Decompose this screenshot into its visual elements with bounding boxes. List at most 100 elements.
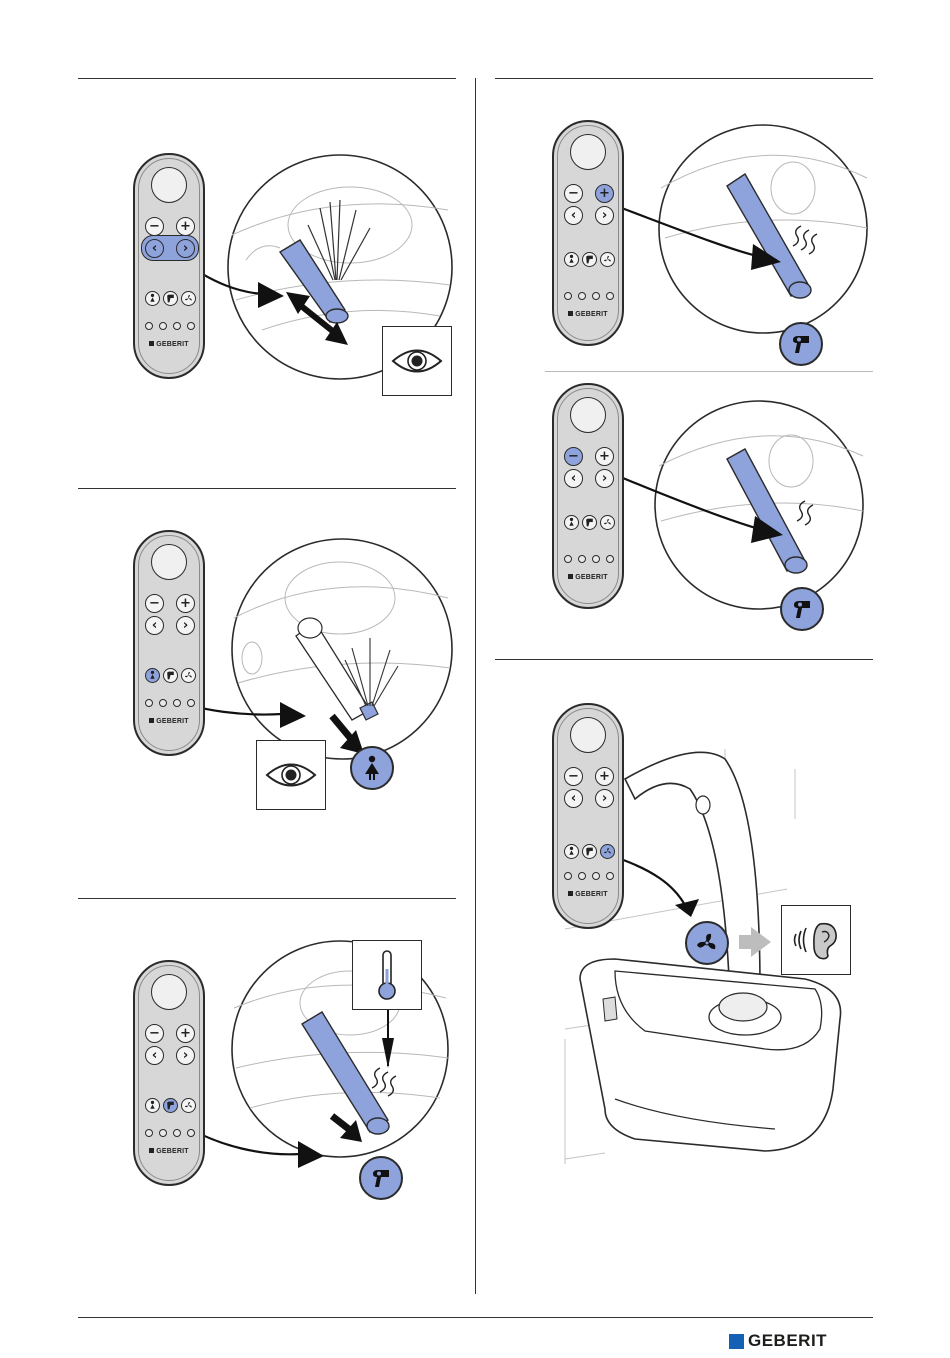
memory-dot[interactable]	[173, 322, 181, 330]
left-button[interactable]: ‹	[145, 239, 164, 258]
dryer-button[interactable]	[163, 291, 178, 306]
memory-dot[interactable]	[187, 1129, 195, 1137]
memory-dot[interactable]	[564, 292, 572, 300]
remote-control: − + ‹ › GEBERIT	[133, 153, 205, 379]
right-button[interactable]: ›	[595, 206, 614, 225]
footer-rule	[78, 1317, 873, 1318]
memory-dot[interactable]	[606, 292, 614, 300]
left-button[interactable]: ‹	[564, 789, 583, 808]
memory-dot[interactable]	[173, 1129, 181, 1137]
memory-dot[interactable]	[145, 699, 153, 707]
dryer-icon	[584, 846, 595, 857]
dryer-icon	[165, 670, 176, 681]
lady-shower-button[interactable]	[145, 1098, 160, 1113]
memory-dot[interactable]	[606, 872, 614, 880]
fan-button[interactable]	[600, 515, 615, 530]
plus-button[interactable]: +	[595, 184, 614, 203]
minus-button[interactable]: −	[564, 184, 583, 203]
chevron-left-icon: ‹	[152, 1049, 157, 1062]
brand-square	[729, 1334, 744, 1349]
right-button[interactable]: ›	[595, 789, 614, 808]
flush-button[interactable]	[570, 134, 606, 170]
memory-dot[interactable]	[159, 1129, 167, 1137]
memory-dot[interactable]	[173, 699, 181, 707]
flush-button[interactable]	[570, 397, 606, 433]
minus-button[interactable]: −	[145, 594, 164, 613]
lady-shower-icon	[566, 846, 577, 857]
memory-dot[interactable]	[606, 555, 614, 563]
dryer-plus-illustration	[475, 78, 950, 371]
fan-icon	[183, 670, 194, 681]
left-button[interactable]: ‹	[145, 1046, 164, 1065]
memory-dot[interactable]	[578, 292, 586, 300]
dryer-button[interactable]	[582, 252, 597, 267]
fan-button[interactable]	[600, 252, 615, 267]
memory-dot[interactable]	[187, 322, 195, 330]
thermometer-symbol-box	[352, 940, 422, 1010]
step-odour-extraction: − + ‹ › GEBERIT	[475, 659, 950, 1294]
dryer-button[interactable]	[582, 844, 597, 859]
memory-dot[interactable]	[564, 872, 572, 880]
chevron-left-icon: ‹	[152, 242, 157, 255]
minus-button[interactable]: −	[145, 1024, 164, 1043]
memory-dot[interactable]	[592, 292, 600, 300]
lady-shower-button[interactable]	[564, 515, 579, 530]
dryer-icon	[790, 597, 814, 621]
fan-button[interactable]	[181, 1098, 196, 1113]
step-lady-shower: − + ‹ › GEBERIT	[0, 488, 475, 898]
memory-dot[interactable]	[578, 555, 586, 563]
plus-button[interactable]: +	[595, 447, 614, 466]
memory-dot[interactable]	[145, 1129, 153, 1137]
plus-button[interactable]: +	[176, 594, 195, 613]
memory-dot[interactable]	[159, 322, 167, 330]
left-button[interactable]: ‹	[564, 206, 583, 225]
lady-shower-button[interactable]	[145, 668, 160, 683]
lady-shower-symbol	[350, 746, 394, 790]
fan-button[interactable]	[181, 668, 196, 683]
memory-dot[interactable]	[145, 322, 153, 330]
memory-dot[interactable]	[564, 555, 572, 563]
right-button[interactable]: ›	[176, 239, 195, 258]
memory-dot[interactable]	[578, 872, 586, 880]
flush-button[interactable]	[570, 717, 606, 753]
step-dryer-intensity-plus: − + ‹ › GEBERIT	[475, 78, 950, 371]
step-warm-air-dryer: − + ‹ › GEBERIT	[0, 898, 475, 1308]
flush-button[interactable]	[151, 974, 187, 1010]
minus-button[interactable]: −	[145, 217, 164, 236]
dryer-icon	[165, 1100, 176, 1111]
dryer-button[interactable]	[582, 515, 597, 530]
fan-icon	[602, 254, 613, 265]
memory-dot[interactable]	[592, 555, 600, 563]
flush-button[interactable]	[151, 544, 187, 580]
left-button[interactable]: ‹	[145, 616, 164, 635]
memory-dot[interactable]	[187, 699, 195, 707]
left-button[interactable]: ‹	[564, 469, 583, 488]
dryer-button[interactable]	[163, 1098, 178, 1113]
memory-dot[interactable]	[159, 699, 167, 707]
flush-button[interactable]	[151, 167, 187, 203]
dryer-icon	[165, 293, 176, 304]
eye-symbol-box	[256, 740, 326, 810]
fan-button[interactable]	[600, 844, 615, 859]
minus-button[interactable]: −	[564, 767, 583, 786]
lady-shower-illustration	[0, 488, 475, 898]
plus-button[interactable]: +	[595, 767, 614, 786]
right-button[interactable]: ›	[176, 1046, 195, 1065]
plus-button[interactable]: +	[176, 1024, 195, 1043]
remote-control: − + ‹ › GEBERIT	[552, 120, 624, 346]
lady-shower-button[interactable]	[564, 252, 579, 267]
lady-shower-button[interactable]	[145, 291, 160, 306]
remote-brand: GEBERIT	[554, 574, 622, 581]
fan-button[interactable]	[181, 291, 196, 306]
right-button[interactable]: ›	[176, 616, 195, 635]
memory-dot[interactable]	[592, 872, 600, 880]
minus-button[interactable]: −	[564, 447, 583, 466]
plus-button[interactable]: +	[176, 217, 195, 236]
remote-brand: GEBERIT	[135, 1148, 203, 1155]
chevron-left-icon: ‹	[571, 209, 576, 222]
dryer-button[interactable]	[163, 668, 178, 683]
fan-icon	[694, 930, 720, 956]
lady-shower-button[interactable]	[564, 844, 579, 859]
right-button[interactable]: ›	[595, 469, 614, 488]
dryer-icon	[584, 517, 595, 528]
